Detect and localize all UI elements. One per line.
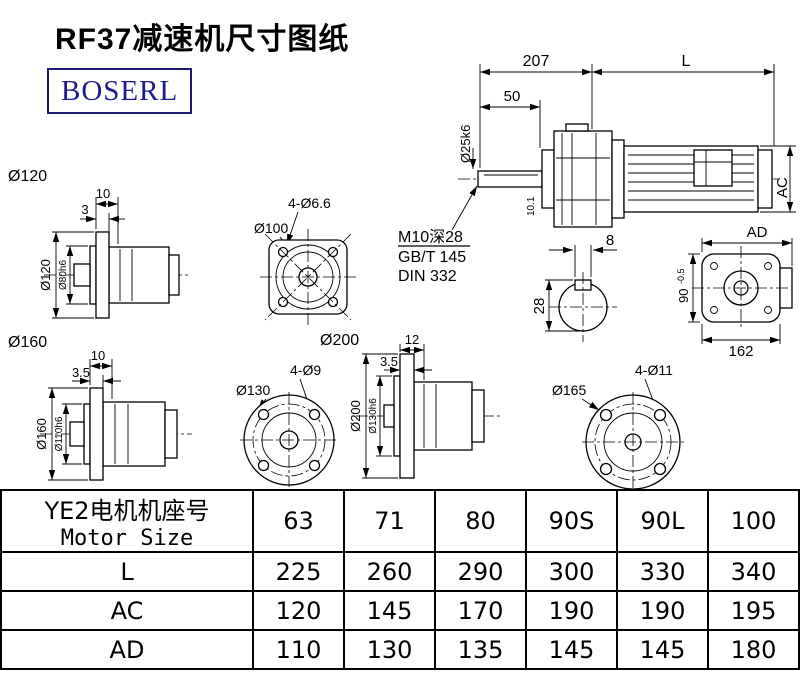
dim-120-3: 3 [81,202,88,217]
cell-L-90l: 330 [616,551,709,592]
unit-200-side-view: Ø200 12 3.5 Ø200 Ø130h6 [320,332,500,479]
main-assembly-view: 207 L 50 Ø25k6 [398,53,796,285]
dim-dia-110: Ø110h6 [54,416,65,451]
header-motor-size-cell: YE2电机机座号 Motor Size [0,489,254,553]
dim-162: 162 [728,343,753,360]
row-label-AC: AC [0,590,254,631]
dim-dia-130: Ø130h6 [368,398,379,434]
dim-dia-120: Ø120 [38,259,53,291]
dim-200-35: 3.5 [380,354,398,369]
label-4xd11: 4-Ø11 [635,362,673,378]
table-row-AD: AD 110 130 135 145 145 180 [0,629,800,670]
cell-AD-90l: 145 [616,629,709,670]
dim-L: L [682,53,691,70]
motor-size-90l: 90L [616,489,709,553]
cell-AD-71: 130 [343,629,436,670]
motor-rear-view: AD 90 -0.5 162 [676,224,793,360]
row-label-AD: AD [0,629,254,670]
cell-AD-80: 135 [434,629,527,670]
motor-size-71: 71 [343,489,436,553]
dim-dia-200: Ø200 [348,400,363,432]
brand-logo-text: BOSERL [61,74,179,107]
motor-size-80: 80 [434,489,527,553]
cell-L-90s: 300 [525,551,618,592]
shaft-key-section: 8 28 [531,232,617,342]
dim-shaft-dia: Ø25k6 [458,125,473,163]
motor-size-table: YE2电机机座号 Motor Size 63 71 80 90S 90L 100… [0,489,800,670]
dim-AD: AD [747,224,768,241]
cell-L-80: 290 [434,551,527,592]
cell-AC-100: 195 [707,590,800,631]
label-d130: Ø130 [236,382,270,398]
cell-AC-90l: 190 [616,590,709,631]
standard-gbt: GB/T 145 [398,249,466,266]
table-row-L: L 225 260 290 300 330 340 [0,551,800,592]
dim-160-35: 3.5 [72,365,90,380]
cell-L-71: 260 [343,551,436,592]
motor-size-100: 100 [707,489,800,553]
technical-drawings: 207 L 50 Ø25k6 [8,53,796,490]
round-flange-165-view: 4-Ø11 Ø165 [552,362,686,490]
cell-AC-71: 145 [343,590,436,631]
dim-90: 90 [676,289,691,303]
cell-AD-90s: 145 [525,629,618,670]
label-160: Ø160 [8,334,47,351]
dim-120-10: 10 [96,186,110,201]
dim-50: 50 [504,88,521,105]
label-d165: Ø165 [552,382,586,398]
table-row-AC: AC 120 145 170 190 190 195 [0,590,800,631]
dim-10-1: 10.1 [526,196,537,216]
thread-note: M10深28 [398,228,463,246]
dim-207: 207 [523,53,550,70]
cell-AC-90s: 190 [525,590,618,631]
square-flange-100-view: 4-Ø6.6 Ø100 [254,195,356,325]
cell-AD-100: 180 [707,629,800,670]
unit-120-side-view: Ø120 10 3 Ø120 Ø80h6 [8,168,188,319]
round-flange-130-view: 4-Ø9 Ø130 [236,362,338,487]
dim-dia-160: Ø160 [34,418,49,450]
header-motor-size-cn: YE2电机机座号 [44,497,210,525]
header-motor-size-en: Motor Size [60,526,194,551]
cell-L-100: 340 [707,551,800,592]
row-label-L: L [0,551,254,592]
label-d100: Ø100 [254,220,288,236]
dim-key-height: 28 [531,298,548,315]
dim-dia-80: Ø80h6 [58,260,69,290]
label-4xd66: 4-Ø6.6 [288,195,331,211]
dim-key-width: 8 [606,232,614,249]
brand-logo-box: BOSERL [47,68,193,114]
motor-size-90s: 90S [525,489,618,553]
motor-size-63: 63 [252,489,345,553]
cell-AD-63: 110 [252,629,345,670]
cell-L-63: 225 [252,551,345,592]
dim-200-12: 12 [405,332,419,347]
label-200: Ø200 [320,332,359,349]
table-header-row: YE2电机机座号 Motor Size 63 71 80 90S 90L 100 [0,489,800,553]
cell-AC-80: 170 [434,590,527,631]
dim-AC: AC [774,177,791,198]
label-4xd9: 4-Ø9 [290,362,321,378]
unit-160-side-view: Ø160 10 3.5 Ø160 Ø110h6 [8,334,192,481]
cell-AC-63: 120 [252,590,345,631]
dim-160-10: 10 [91,348,105,363]
label-120: Ø120 [8,168,47,185]
dim-90-tol: -0.5 [676,268,686,284]
standard-din: DIN 332 [398,268,457,285]
page-title: RF37减速机尺寸图纸 [55,23,350,56]
